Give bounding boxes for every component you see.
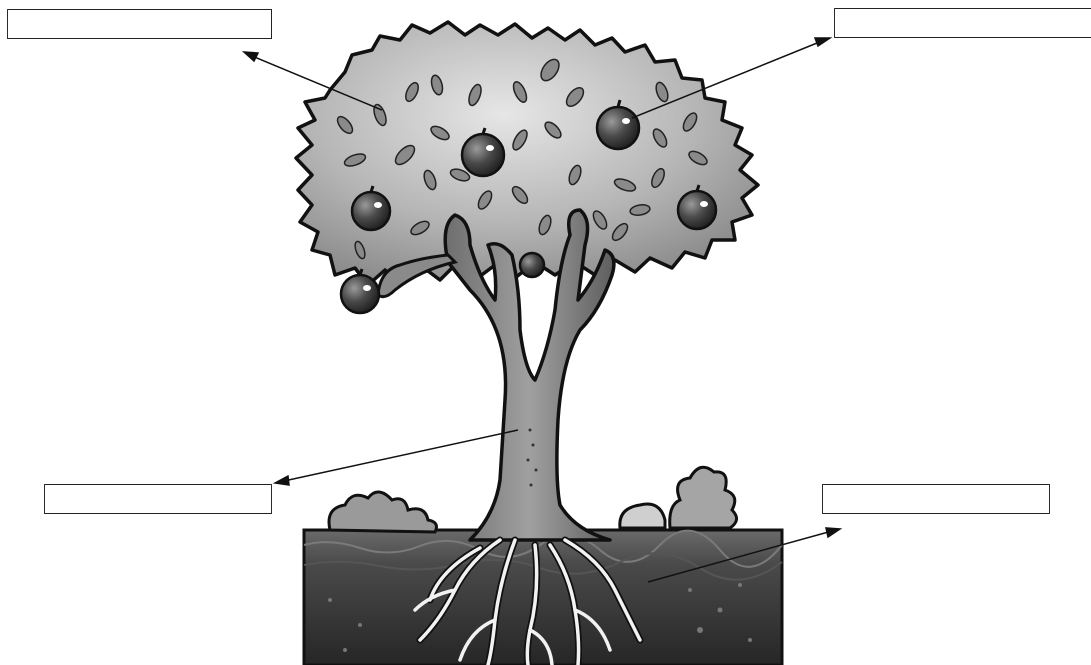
box-edge — [822, 484, 823, 514]
label-box-bottom-right[interactable] — [822, 484, 1050, 514]
box-edge — [44, 484, 45, 514]
label-box-top-left[interactable] — [7, 9, 272, 39]
box-edge — [1049, 484, 1050, 514]
label-box-bottom-left[interactable] — [44, 484, 272, 514]
arrow-trunk — [284, 430, 518, 481]
label-box-top-right[interactable] — [834, 8, 1091, 38]
bush-icon — [329, 492, 436, 532]
box-edge — [7, 9, 8, 39]
box-edge — [271, 484, 272, 514]
box-edge — [834, 8, 835, 38]
fruit-icon — [520, 253, 544, 277]
soil — [304, 530, 782, 665]
bush-icon — [620, 467, 737, 528]
